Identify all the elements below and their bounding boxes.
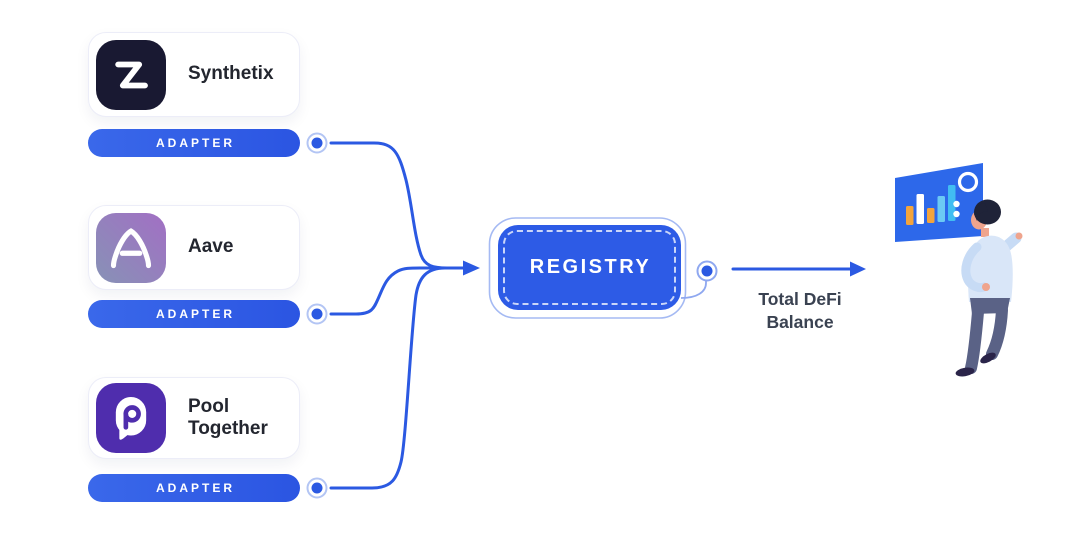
connector-path-pooltogether xyxy=(329,266,465,490)
adapter-pill-synthetix: ADAPTER xyxy=(88,129,300,157)
protocol-name: Pool Together xyxy=(188,395,268,439)
protocol-card-pooltogether: Pool Together xyxy=(88,377,300,459)
aave-logo-glyph xyxy=(96,212,166,283)
person-viewing-chart-illustration xyxy=(895,163,1023,377)
registry-label: REGISTRY xyxy=(529,256,652,278)
registry-box: REGISTRY xyxy=(498,225,681,310)
output-arrowhead xyxy=(850,261,866,277)
synthetix-icon xyxy=(96,39,166,110)
adapter-label: ADAPTER xyxy=(155,136,235,150)
protocol-name: Aave xyxy=(188,236,234,258)
output-label: Total DeFi Balance xyxy=(735,288,865,334)
connector-path-aave xyxy=(329,266,465,316)
chart-board xyxy=(895,163,983,242)
board-ring-icon xyxy=(957,171,979,193)
adapter-pill-pooltogether: ADAPTER xyxy=(88,474,300,502)
protocol-card-aave: Aave xyxy=(88,205,300,290)
adapter-label: ADAPTER xyxy=(155,481,235,495)
registry-output-curve xyxy=(680,281,707,299)
pooltogether-icon xyxy=(96,383,166,453)
connector-dot-synthetix xyxy=(306,132,328,154)
protocol-name: Synthetix xyxy=(188,63,274,85)
board-dots xyxy=(953,200,960,218)
person-figure xyxy=(955,199,1023,377)
connector-path-synthetix xyxy=(329,141,465,270)
registry-dashed-border xyxy=(503,230,676,305)
output-label-line1: Total DeFi xyxy=(758,289,842,309)
bar-chart-bars xyxy=(906,185,956,225)
adapter-pill-aave: ADAPTER xyxy=(88,300,300,328)
synthetix-logo-glyph xyxy=(115,61,148,88)
aave-icon xyxy=(96,212,166,283)
arrowhead-into-registry xyxy=(463,260,480,276)
adapter-label: ADAPTER xyxy=(155,307,235,321)
pooltogether-logo-glyph xyxy=(115,397,147,440)
connector-dot-output xyxy=(696,260,718,282)
connector-dot-aave xyxy=(306,303,328,325)
connector-dot-pooltogether xyxy=(306,477,328,499)
protocol-card-synthetix: Synthetix xyxy=(88,32,300,117)
output-label-line2: Balance xyxy=(766,311,834,332)
